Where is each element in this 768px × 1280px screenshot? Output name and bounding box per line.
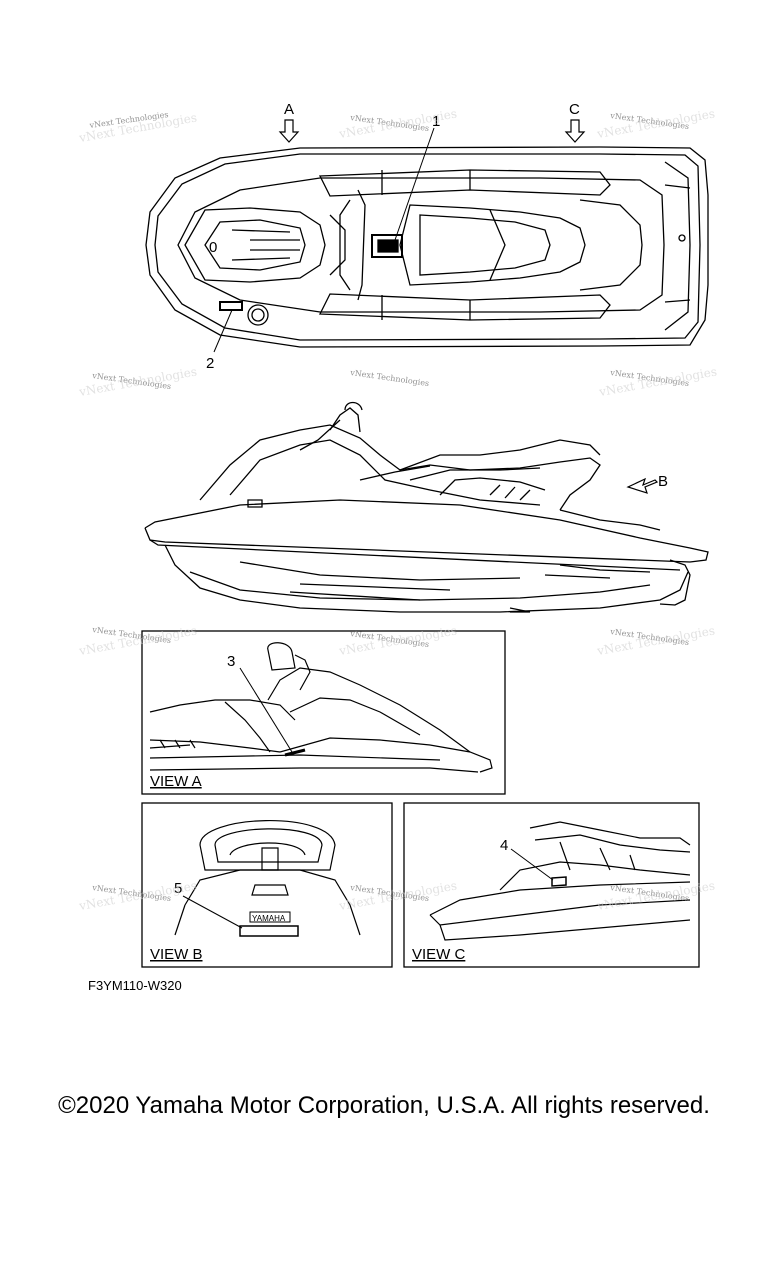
top-view: 0 <box>145 146 709 348</box>
copyright-notice: ©2020 Yamaha Motor Corporation, U.S.A. A… <box>58 1092 710 1119</box>
view-a-label: VIEW A <box>150 773 202 790</box>
callout-3: 3 <box>227 653 235 670</box>
boat-mark: 0 <box>209 239 217 256</box>
arrow-b <box>626 477 659 494</box>
arrow-c-label: C <box>569 101 580 118</box>
callout-line-2 <box>213 309 233 353</box>
drawing-code: F3YM110-W320 <box>88 978 182 993</box>
arrow-a <box>278 119 300 143</box>
callout-line-1 <box>394 127 435 241</box>
arrow-b-label: B <box>658 473 668 490</box>
view-a-drawing <box>149 642 493 773</box>
callout-5: 5 <box>174 880 182 897</box>
view-b-drawing <box>174 820 361 937</box>
view-c-label: VIEW C <box>412 946 466 963</box>
view-b-label: VIEW B <box>150 946 203 963</box>
hull-logo: YAMAHA <box>252 914 286 923</box>
view-a-panel <box>141 630 506 795</box>
callout-line-3 <box>239 667 293 753</box>
view-c-panel <box>403 802 700 968</box>
callout-line-5 <box>182 895 243 929</box>
callout-4: 4 <box>500 837 508 854</box>
watermark: vNext Technologies <box>349 368 430 388</box>
watermark: vNext Technologies <box>337 623 458 658</box>
view-b-panel <box>141 802 393 968</box>
callout-line-4 <box>510 848 554 881</box>
callout-2: 2 <box>206 355 214 372</box>
watermarks: vNext Technologies vNext Technologies vN… <box>77 106 718 913</box>
view-c-drawing <box>429 821 691 941</box>
callout-1: 1 <box>432 113 440 130</box>
arrow-a-label: A <box>284 101 294 118</box>
watermark: vNext Technologies <box>77 364 198 399</box>
arrow-c <box>564 119 586 143</box>
parts-diagram: 0 A C 1 2 <box>77 101 718 968</box>
side-view <box>144 401 709 613</box>
